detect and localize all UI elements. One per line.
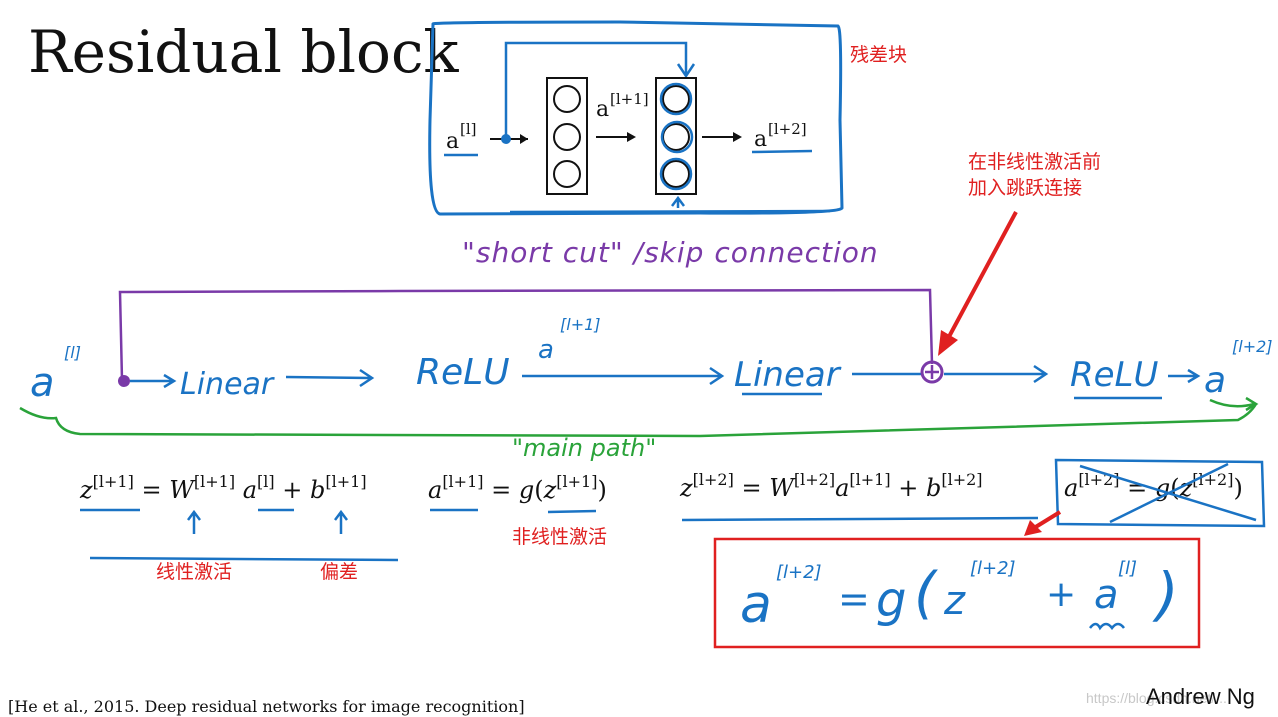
skip-annotation-arrow-head: [938, 330, 958, 356]
block-output-underline: [751, 149, 813, 154]
shortcut-path: [118, 288, 934, 381]
flow-mid: a: [538, 335, 554, 365]
svg-text:g: g: [876, 572, 906, 628]
block-input-label: a: [446, 129, 459, 154]
equation-z2-underline: [681, 516, 1039, 522]
correction-arrow-head: [1024, 520, 1042, 536]
flow-output-superscript: [l+2]: [1232, 337, 1273, 356]
svg-text:a[l+2] = g(z[l+2]): a[l+2] = g(z[l+2]): [1064, 470, 1243, 502]
svg-text:z[l+2] = W[l+2]a[l+1] + b[l+2]: z[l+2] = W[l+2]a[l+1] + b[l+2]: [679, 470, 983, 502]
main-path-curve: [19, 396, 1259, 438]
svg-text:z: z: [943, 578, 966, 624]
flow-arrow-3: [522, 366, 725, 386]
equation-a2: a[l+2] = g(z[l+2]): [1064, 470, 1243, 502]
citation: [He et al., 2015. Deep residual networks…: [8, 697, 525, 716]
block-layer-2: [655, 77, 697, 195]
svg-text:=: =: [838, 577, 870, 621]
bias-label: 偏差: [320, 561, 358, 583]
svg-text:z[l+1] = W[l+1] a[l] + b[l+1]: z[l+1] = W[l+1] a[l] + b[l+1]: [79, 472, 367, 504]
equation-z1-marks: [80, 508, 399, 562]
slide-title: Residual block: [28, 18, 459, 86]
flow-mid-superscript: [l+1]: [560, 315, 601, 334]
residual-block-box: [428, 20, 844, 216]
flow-arrow-6: [1168, 368, 1201, 384]
block-skip-path: [504, 41, 831, 214]
flow-input-superscript: [l]: [64, 343, 81, 362]
main-path-label: "main path": [512, 434, 656, 462]
flow-relu-2: ReLU: [1070, 355, 1158, 395]
skip-annotation-line-2: 加入跳跃连接: [968, 177, 1082, 199]
block-hidden-label: a: [596, 97, 609, 122]
svg-text:): ): [1152, 560, 1179, 628]
svg-text:a[l+1] = g(z[l+1]): a[l+1] = g(z[l+1]): [428, 472, 607, 504]
block-input-superscript: [l]: [460, 120, 477, 138]
block-hidden-superscript: [l+1]: [610, 90, 649, 108]
flow-linear-2: Linear: [734, 355, 842, 395]
shortcut-label: "short cut" /skip connection: [462, 236, 879, 269]
block-arrow-1-head: [520, 134, 528, 144]
equation-a1: a[l+1] = g(z[l+1]): [428, 472, 607, 504]
svg-text:a: a: [740, 575, 772, 635]
residual-block-label: 残差块: [850, 44, 907, 66]
block-arrow-3-head: [733, 132, 742, 142]
svg-text:+: +: [1046, 574, 1076, 615]
flow-linear-1: Linear: [180, 367, 275, 402]
svg-text:[l+2]: [l+2]: [970, 558, 1016, 579]
flow-relu-1: ReLU: [416, 352, 510, 393]
correction-arrow: [1032, 510, 1062, 530]
result-box: [713, 537, 1201, 649]
flow-arrow-2: [285, 368, 375, 388]
block-arrow-2-head: [627, 132, 636, 142]
result-formula: a [l+2] = g ( z [l+2] + a [l] ): [740, 558, 1179, 635]
block-output-superscript: [l+2]: [768, 120, 807, 138]
linear-activation-label: 线性激活: [156, 561, 232, 583]
flow-output: a: [1204, 360, 1226, 401]
nonlinear-activation-label: 非线性激活: [512, 526, 607, 548]
skip-annotation-arrow: [942, 211, 1018, 347]
flow-add-node: [920, 360, 944, 384]
svg-text:[l+2]: [l+2]: [776, 562, 822, 583]
main-flow: a [l] Linear ReLU a [l+1] Linear ReLU a …: [30, 315, 1273, 406]
flow-arrow-1: [130, 373, 177, 389]
flow-input: a: [30, 360, 55, 406]
block-input-dot: [501, 134, 511, 144]
watermark: https://blog.csdn.net/...: [1086, 690, 1227, 706]
svg-text:[l]: [l]: [1118, 558, 1137, 579]
flow-split-dot: [118, 375, 130, 387]
equation-z2: z[l+2] = W[l+2]a[l+1] + b[l+2]: [679, 470, 983, 502]
block-layer-1: [546, 77, 588, 195]
result-squiggle: [1089, 622, 1125, 631]
skip-annotation-line-1: 在非线性激活前: [968, 151, 1101, 173]
block-output-label: a: [754, 127, 767, 152]
equation-a1-marks: [430, 508, 597, 514]
author: Andrew Ng: [1146, 684, 1255, 709]
flow-arrow-5: [944, 364, 1049, 384]
svg-text:a: a: [1094, 572, 1119, 618]
flow-add-plus: [925, 365, 939, 379]
equation-a2-crossout: [1054, 458, 1266, 528]
equation-z1: z[l+1] = W[l+1] a[l] + b[l+1]: [79, 472, 367, 504]
svg-text:(: (: [914, 561, 938, 626]
